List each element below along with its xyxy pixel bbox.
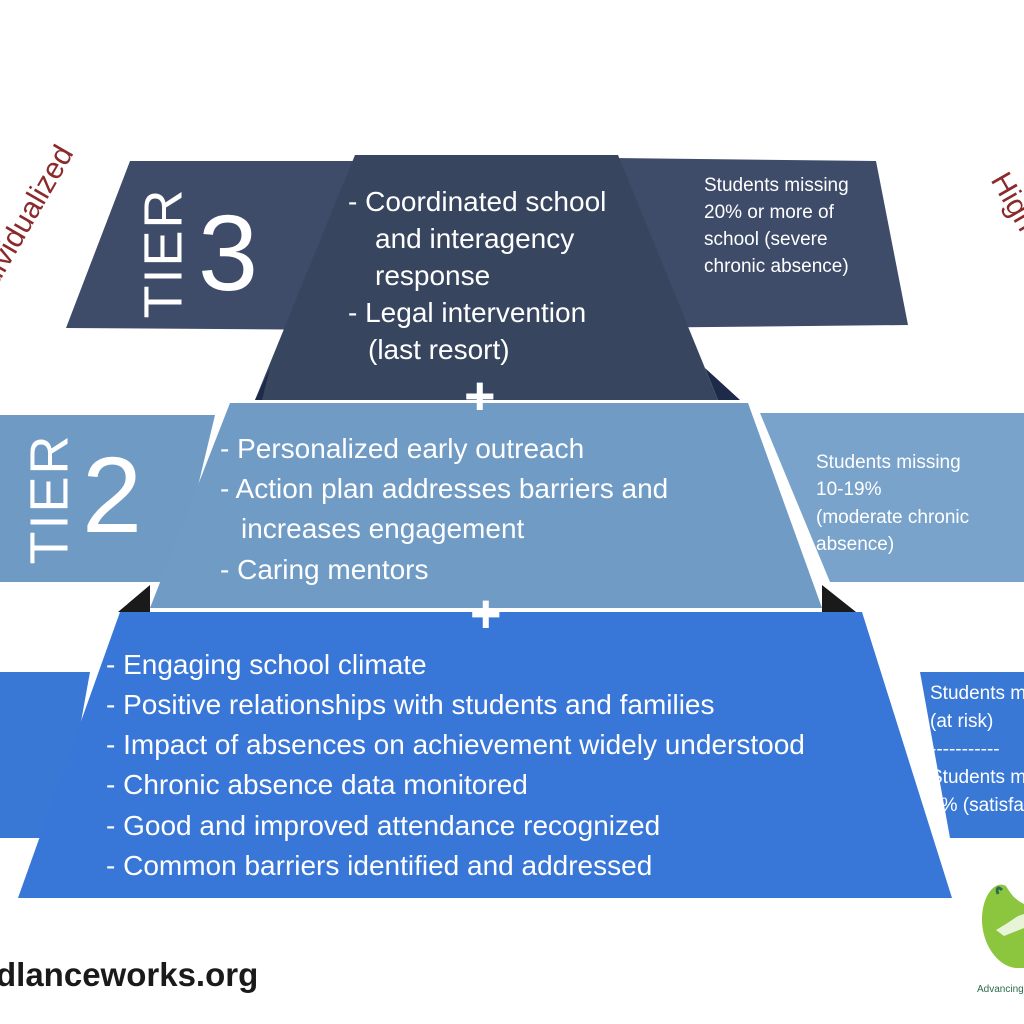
tier3-shadow-left [255, 368, 270, 400]
tier3-right-wing [610, 158, 908, 328]
tier1-side-text: ----------- [930, 739, 1000, 760]
tier2-bullet: - Action plan addresses barriers and [220, 473, 669, 504]
tier2-left-wing [0, 415, 215, 582]
tier3-side-text: chronic absence) [704, 256, 849, 277]
tier3-side-text: Students missing [704, 175, 849, 196]
tier3-bullet: response [375, 260, 491, 291]
tier1-bullet: - Impact of absences on achievement wide… [106, 729, 805, 760]
footer-url[interactable]: dlanceworks.org [0, 956, 259, 993]
tier2-number: 2 [82, 434, 143, 555]
tier3-side-text: 20% or more of [704, 202, 834, 223]
tier2-bullet: - Personalized early outreach [220, 433, 585, 464]
tier1-block [18, 612, 952, 898]
tier3-left-wing [66, 161, 355, 330]
logo-caption: Advancing [977, 984, 1024, 995]
tier2-side-text: 10-19% [816, 479, 882, 500]
tier1-bullet: - Common barriers identified and address… [106, 850, 653, 881]
tier1-side-text: (at risk) [930, 711, 994, 732]
tier2-side-text: Students missing [816, 452, 961, 473]
logo-apple-icon [982, 884, 1024, 968]
plus-connector-upper: + [464, 366, 496, 426]
tier2-shadow-right [822, 585, 856, 612]
tier1-side-text: Students m [930, 767, 1024, 788]
tier3-shadow-right [705, 368, 740, 400]
tier2-side-text: absence) [816, 534, 895, 555]
tier3-word: TIER [133, 187, 194, 319]
tier1-bullet: - Engaging school climate [106, 649, 427, 680]
tier2-shadow-left [118, 585, 150, 612]
tier3-bullet: - Legal intervention [348, 297, 587, 328]
tier2-side-text: (moderate chronic [816, 507, 970, 528]
tier2-block [150, 403, 822, 608]
tier2-bullet: - Caring mentors [220, 554, 429, 585]
plus-connector-lower: + [470, 584, 502, 644]
tier1-right-wing [920, 672, 1024, 838]
tier3-bullet: and interagency [375, 223, 575, 254]
tier3-bullet: (last resort) [368, 334, 510, 365]
tier1-bullet: - Chronic absence data monitored [106, 769, 528, 800]
tier2-right-wing [760, 413, 1024, 582]
tier1-bullet: - Good and improved attendance recognize… [106, 810, 661, 841]
tier3-block [255, 155, 718, 400]
tier1-side-text: 5% (satisfa [930, 795, 1024, 816]
tier1-side-text: Students m [930, 683, 1024, 704]
tier1-bullet: - Positive relationships with students a… [106, 689, 715, 720]
tier3-side-text: school (severe [704, 229, 828, 250]
tier3-number: 3 [198, 192, 259, 313]
tier2-bullet: increases engagement [241, 513, 525, 544]
tier3-bullet: - Coordinated school [348, 186, 607, 217]
tier2-word: TIER [19, 433, 80, 565]
